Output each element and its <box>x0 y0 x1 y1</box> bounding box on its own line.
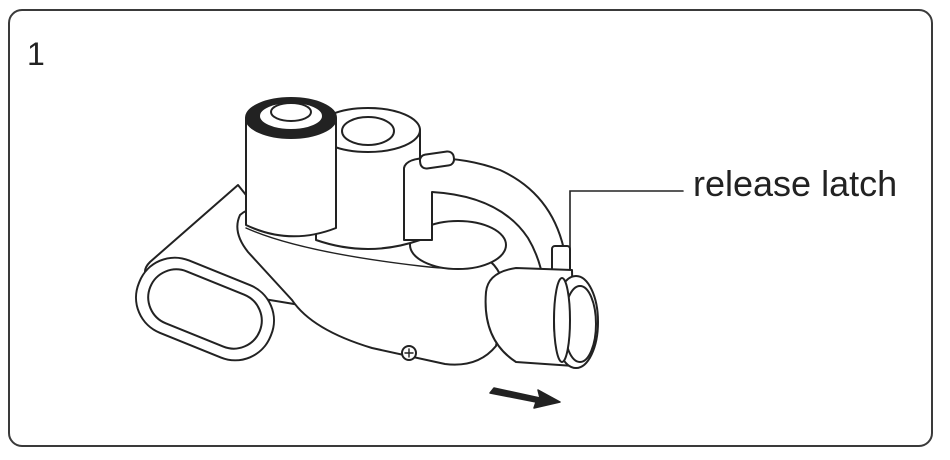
bridge-arm <box>403 150 571 285</box>
callout-leader-line <box>569 190 684 251</box>
handle-grip <box>135 184 309 362</box>
motor-cylinder <box>484 267 599 369</box>
dust-bin-assembly <box>245 97 507 270</box>
release-latch-label: release latch <box>693 163 898 204</box>
step-number: 1 <box>27 36 45 72</box>
direction-arrow <box>489 387 561 409</box>
